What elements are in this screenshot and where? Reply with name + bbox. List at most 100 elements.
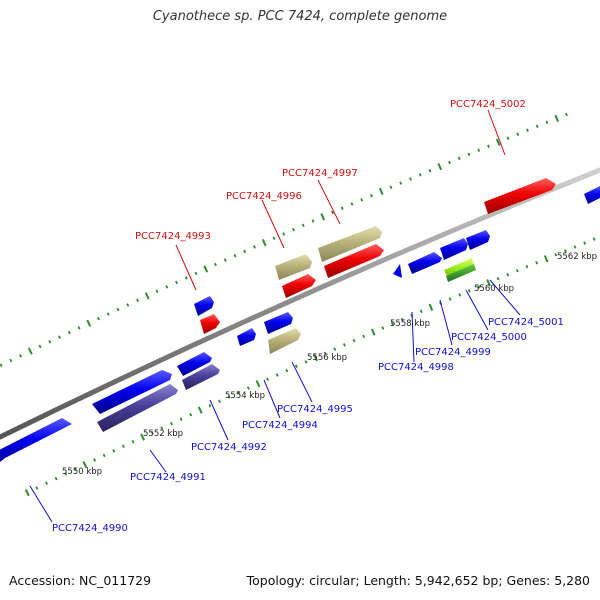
connector-4992 [209,399,229,441]
tick-track-outer-tick [495,138,501,146]
tick-track-outer-tick [554,114,559,123]
tick-track-inner-tick [121,444,125,449]
scale-labels: 5550 kbp 5552 kbp 5554 kbp 5556 kbp 5558… [62,252,597,477]
gene-label-4996[interactable]: PCC7424_4996 [226,191,302,202]
tick-track-outer-tick [261,239,267,247]
gene-label-4995[interactable]: PCC7424_4995 [277,404,353,415]
gene-4996[interactable] [282,274,316,298]
tick-track-inner-tick [150,430,154,435]
tick-track-inner-tick [573,245,577,249]
tick-track-inner-tick [255,380,261,388]
tick-track-outer-tick [399,181,403,185]
gene-label-4998[interactable]: PCC7424_4998 [378,362,454,373]
gene-4992[interactable] [182,364,220,390]
scale-label-5562: 5562 kbp [557,252,597,262]
tick-track-inner-tick [304,360,308,364]
tick-track-outer-tick [389,185,393,189]
tick-track-inner-tick [506,272,510,277]
tick-track-inner-tick [246,386,250,390]
tick-track-outer-tick [77,326,81,330]
gene-label-4997[interactable]: PCC7424_4997 [282,168,358,179]
gene-label-4990[interactable]: PCC7424_4990 [52,523,128,534]
gene-4998[interactable] [393,264,402,278]
tick-track-inner-tick [313,354,318,362]
tick-track-inner-tick [362,334,366,339]
gene-5001-green[interactable] [446,264,476,282]
tick-track-outer-tick [27,347,33,355]
gene-label-5001[interactable]: PCC7424_5001 [488,317,564,328]
gene-4994[interactable] [237,328,256,346]
scale-label-5554: 5554 kbp [225,391,265,401]
tick-track-outer-tick [233,254,237,258]
tick-track-outer-tick [320,213,326,221]
scale-label-5552: 5552 kbp [143,429,183,439]
tick-track-outer-tick [331,210,334,215]
tick-track-outer-tick [378,187,384,196]
tick-track-outer-tick [272,236,276,241]
tick-track-inner-tick [294,364,298,369]
tick-track-outer-tick [144,292,150,300]
tick-track-inner-tick [45,481,48,486]
gene-4996-tan[interactable] [275,254,312,280]
gene-4995[interactable] [268,328,301,354]
tick-track-inner-tick [525,264,529,269]
tick-track-outer-tick [301,223,305,228]
connector-5002 [487,109,506,156]
tick-track-inner-tick [102,453,106,458]
gene-label-4991[interactable]: PCC7424_4991 [130,472,206,483]
gene-4990[interactable] [0,418,72,466]
tick-track-outer-tick [126,303,130,307]
tick-track-outer-tick [243,249,247,254]
tick-track-inner-tick [179,417,183,421]
tick-track-outer-tick [350,202,354,206]
gene-4991[interactable] [97,384,178,432]
gene-label-4993[interactable]: PCC7424_4993 [135,231,211,242]
gene-label-5002[interactable]: PCC7424_5002 [450,99,526,110]
gene-4997[interactable] [324,244,384,278]
tick-track-inner-tick [381,326,385,330]
tick-track-outer-tick [477,148,481,153]
gene-4993[interactable] [200,314,220,334]
tick-track-inner-tick [140,433,146,441]
scale-label-5560: 5560 kbp [474,284,514,294]
tick-track-inner-tick [486,279,491,287]
connector-4997 [317,179,341,225]
tick-track-inner-tick [448,297,452,301]
tick-track-inner-tick [458,293,462,297]
gene-5002[interactable] [484,178,556,214]
tick-track-inner-tick [131,439,135,444]
gene-4999[interactable] [408,252,442,274]
tick-track-inner-tick [275,373,279,377]
gene-5003-partial[interactable] [584,186,600,204]
tick-track-outer-tick [48,340,52,344]
gene-4991-upper[interactable] [92,370,172,414]
tick-track-inner-tick [218,399,221,404]
tick-track-outer-tick [516,132,520,136]
tick-track-outer-tick [448,160,451,165]
gene-5001[interactable] [466,230,490,250]
genome-summary-text: Topology: circular; Length: 5,942,652 bp… [246,573,590,588]
tick-track-outer-tick [535,124,539,129]
tick-track-outer-tick [67,330,71,335]
gene-5000-green[interactable] [444,258,474,278]
connector-5000 [465,289,489,331]
gene-label-5000[interactable]: PCC7424_5000 [451,332,527,343]
gene-label-4992[interactable]: PCC7424_4992 [191,442,267,453]
tick-track-inner-tick [370,328,376,336]
gene-4993-blue[interactable] [194,296,214,316]
gene-5000[interactable] [440,238,468,260]
gene-label-4994[interactable]: PCC7424_4994 [242,420,318,431]
scale-label-5550: 5550 kbp [62,467,102,477]
tick-track-inner-tick [237,390,241,395]
tick-track-outer-tick [19,354,23,358]
gene-4995-blue[interactable] [264,312,293,334]
genome-backbone [0,167,600,440]
gene-labels: PCC7424_4990 PCC7424_4991 PCC7424_4992 P… [52,99,564,534]
tick-track-inner-tick [227,395,231,399]
gene-label-4999[interactable]: PCC7424_4999 [415,347,491,358]
gene-4997-tan[interactable] [318,226,382,262]
gene-4992-upper[interactable] [177,352,212,376]
tick-track-inner-tick [391,322,394,326]
tick-track-inner-tick [160,426,164,430]
